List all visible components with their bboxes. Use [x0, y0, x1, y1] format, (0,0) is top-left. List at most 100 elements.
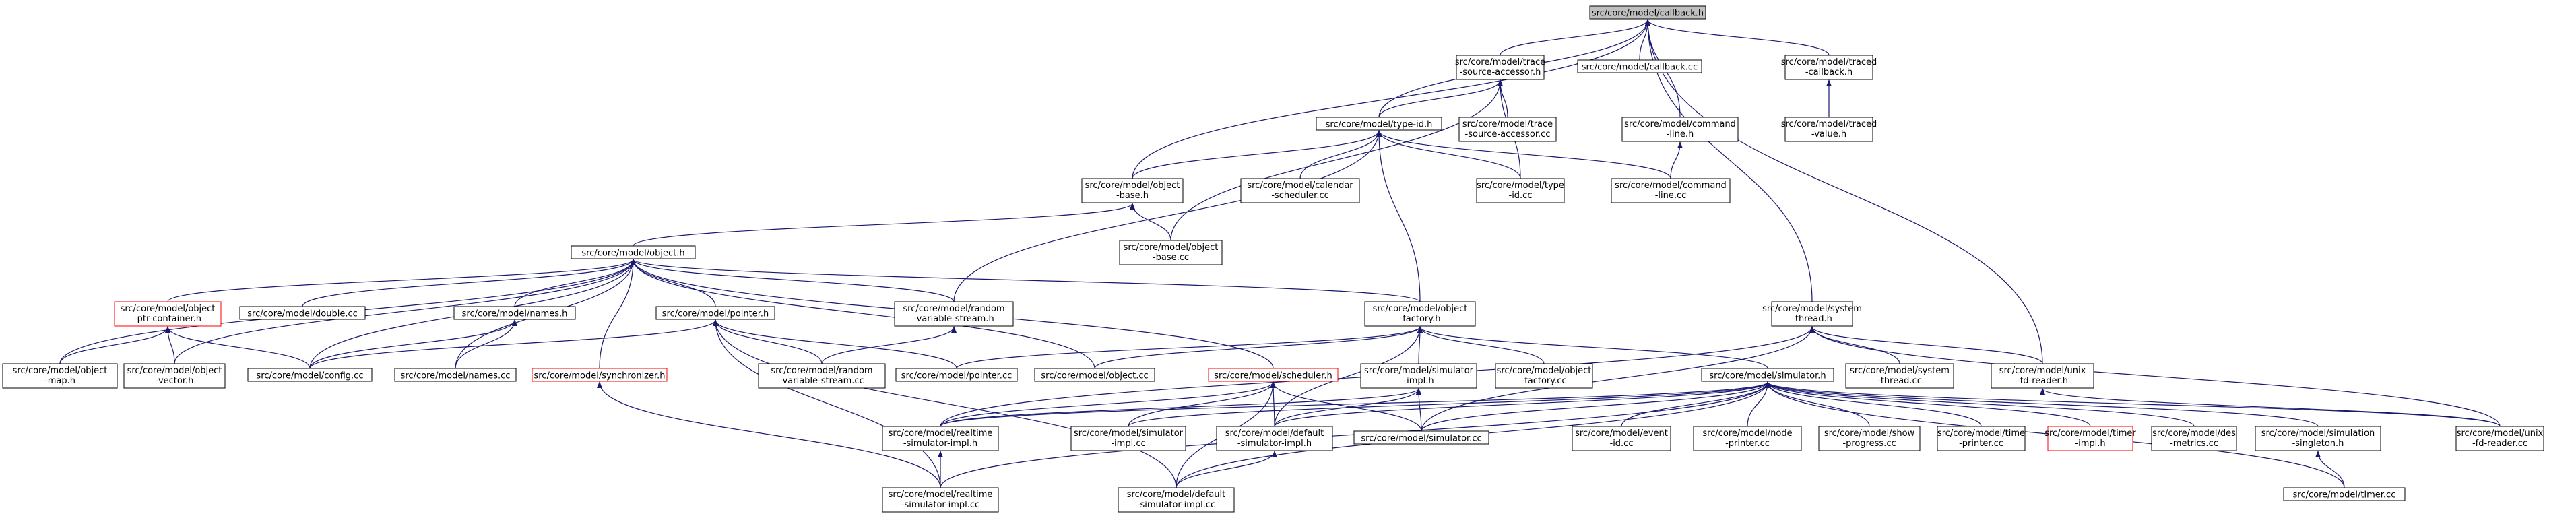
graph-node-ptr-container-h[interactable]: src/core/model/object-ptr-container.h	[114, 301, 222, 327]
node-label-line: src/core/model/type-id.h	[1326, 120, 1433, 130]
node-box	[1316, 117, 1442, 131]
graph-node-object-h[interactable]: src/core/model/object.h	[571, 245, 696, 259]
graph-node-des-metrics-cc[interactable]: src/core/model/des-metrics.cc	[2151, 426, 2237, 451]
graph-node-simulator-cc[interactable]: src/core/model/simulator.cc	[1353, 430, 1489, 445]
graph-node-object-vector-h[interactable]: src/core/model/object-vector.h	[123, 363, 226, 389]
graph-node-sim-singleton-h[interactable]: src/core/model/simulation-singleton.h	[2255, 426, 2381, 451]
node-label-line: src/core/model/node	[1702, 428, 1792, 439]
node-label-line: src/core/model/scheduler.h	[1214, 371, 1332, 381]
node-label-line: -simulator-impl.cc	[1137, 500, 1215, 510]
graph-node-unix-fd-reader-cc[interactable]: src/core/model/unix-fd-reader.cc	[2455, 426, 2544, 451]
graph-node-object-map-h[interactable]: src/core/model/object-map.h	[2, 363, 118, 389]
graph-node-object-base-h[interactable]: src/core/model/object-base.h	[1081, 178, 1184, 203]
node-box	[1353, 430, 1489, 445]
edge-simulator-impl-cc-to-scheduler-h	[1128, 381, 1276, 427]
edge-object-vector-h-to-object-h	[174, 259, 636, 364]
graph-node-traced-value-h[interactable]: src/core/model/traced-value.h	[1781, 117, 1877, 142]
graph-node-double-cc[interactable]: src/core/model/double.cc	[239, 306, 366, 320]
edge-double-cc-to-object-h	[302, 259, 636, 307]
graph-node-callback-h[interactable]: src/core/model/callback.h	[1589, 5, 1706, 20]
node-label-line: src/core/model/trace	[1462, 119, 1553, 129]
graph-node-scheduler-h[interactable]: src/core/model/scheduler.h	[1208, 368, 1339, 382]
edge-config-cc-to-names-h	[309, 319, 517, 369]
graph-node-system-thread-h[interactable]: src/core/model/system-thread.h	[1762, 301, 1862, 327]
graph-node-event-id-cc[interactable]: src/core/model/event-id.cc	[1572, 426, 1671, 451]
node-box	[1240, 178, 1360, 203]
graph-node-trace-sa-h[interactable]: src/core/model/trace-source-accessor.h	[1455, 55, 1545, 80]
edge-default-sim-impl-h-to-simulator-h	[1274, 381, 1770, 427]
node-label-line: src/core/model/random	[903, 304, 1004, 314]
graph-node-names-h[interactable]: src/core/model/names.h	[453, 306, 576, 320]
node-label-line: src/core/model/unix	[2457, 428, 2544, 439]
graph-node-simulator-impl-h[interactable]: src/core/model/simulator-impl.h	[1360, 363, 1477, 389]
edge-command-line-cc-to-type-id-h	[1376, 130, 1671, 179]
graph-node-node-printer-cc[interactable]: src/core/model/node-printer.cc	[1693, 426, 1802, 451]
node-label-line: src/core/model/names.cc	[401, 371, 511, 381]
node-box	[655, 306, 775, 320]
node-box	[894, 301, 1014, 327]
node-label-line: src/core/model/des	[2152, 428, 2236, 439]
graph-node-command-line-h[interactable]: src/core/model/command-line.h	[1621, 117, 1739, 142]
edge-synchronizer-h-to-object-h	[599, 259, 636, 369]
graph-node-time-printer-cc[interactable]: src/core/model/time-printer.cc	[1937, 426, 2026, 451]
node-label-line: src/core/model/show	[1824, 428, 1915, 439]
edge-unix-fd-reader-cc-to-system-thread-h	[1809, 326, 2501, 427]
graph-node-config-cc[interactable]: src/core/model/config.cc	[247, 368, 373, 382]
graph-node-names-cc[interactable]: src/core/model/names.cc	[394, 368, 517, 382]
graph-node-synchronizer-h[interactable]: src/core/model/synchronizer.h	[532, 368, 668, 382]
graph-node-trace-sa-cc[interactable]: src/core/model/trace-source-accessor.cc	[1458, 117, 1557, 142]
node-label-line: -id.cc	[1509, 191, 1533, 201]
edge-object-factory-cc-to-object-factory-h	[1417, 326, 1545, 364]
edge-object-base-h-to-callback-h	[1132, 19, 1650, 179]
graph-node-object-factory-h[interactable]: src/core/model/object-factory.h	[1364, 301, 1476, 327]
graph-node-traced-callback-h[interactable]: src/core/model/traced-callback.h	[1781, 55, 1877, 80]
node-label-line: src/core/model/type	[1477, 181, 1564, 191]
node-box	[532, 368, 668, 382]
graph-node-default-sim-impl-cc[interactable]: src/core/model/default-simulator-impl.cc	[1118, 487, 1235, 513]
node-label-line: -thread.h	[1792, 314, 1832, 324]
graph-node-show-progress-cc[interactable]: src/core/model/show-progress.cc	[1818, 426, 1921, 451]
graph-node-pointer-cc[interactable]: src/core/model/pointer.cc	[895, 368, 1018, 382]
node-box	[1693, 426, 1802, 451]
node-box	[1458, 117, 1557, 142]
graph-node-object-base-cc[interactable]: src/core/model/object-base.cc	[1119, 240, 1223, 265]
graph-node-calendar-cc[interactable]: src/core/model/calendar-scheduler.cc	[1240, 178, 1360, 203]
node-label-line: -progress.cc	[1842, 439, 1896, 449]
edge-object-map-h-to-ptr-container-h	[59, 326, 170, 364]
node-label-line: src/core/model/default	[1225, 428, 1324, 439]
node-label-line: src/core/model/object.cc	[1041, 371, 1148, 381]
node-label-line: -vector.h	[156, 376, 194, 386]
edge-object-base-h-to-type-id-h	[1132, 130, 1382, 179]
node-box	[1208, 368, 1339, 382]
graph-node-unix-fd-reader-h[interactable]: src/core/model/unix-fd-reader.h	[1991, 363, 2094, 389]
edge-config-cc-to-ptr-container-h	[165, 326, 311, 369]
node-label-line: -ptr-container.h	[134, 314, 201, 324]
edge-object-factory-h-to-object-h	[631, 259, 1421, 302]
node-label-line: -base.cc	[1153, 253, 1189, 263]
graph-node-timer-cc[interactable]: src/core/model/timer.cc	[2283, 487, 2406, 501]
graph-node-command-line-cc[interactable]: src/core/model/command-line.cc	[1611, 178, 1731, 203]
graph-node-system-thread-cc[interactable]: src/core/model/system-thread.cc	[1845, 363, 1954, 389]
graph-node-timer-impl-h[interactable]: src/core/model/timer-impl.h	[2044, 426, 2136, 451]
graph-node-rt-sim-impl-h[interactable]: src/core/model/realtime-simulator-impl.h	[882, 426, 999, 451]
graph-node-simulator-h[interactable]: src/core/model/simulator.h	[1701, 368, 1834, 382]
graph-node-type-id-h[interactable]: src/core/model/type-id.h	[1316, 117, 1442, 131]
node-box	[571, 245, 696, 259]
graph-node-simulator-impl-cc[interactable]: src/core/model/simulator-impl.cc	[1070, 426, 1186, 451]
node-box	[1845, 363, 1954, 389]
node-label-line: -variable-stream.h	[913, 314, 994, 324]
graph-node-type-id-cc[interactable]: src/core/model/type-id.cc	[1476, 178, 1565, 203]
graph-node-object-factory-cc[interactable]: src/core/model/object-factory.cc	[1495, 363, 1593, 389]
graph-node-random-stream-h[interactable]: src/core/model/random-variable-stream.h	[894, 301, 1014, 327]
node-label-line: src/core/model/object	[1497, 366, 1592, 376]
graph-node-random-stream-cc[interactable]: src/core/model/random-variable-stream.cc	[758, 363, 886, 389]
graph-node-object-cc[interactable]: src/core/model/object.cc	[1034, 368, 1155, 382]
node-label-line: src/core/model/object	[127, 366, 222, 376]
nodes-layer: src/core/model/callback.h src/core/model/…	[2, 5, 2544, 513]
graph-node-callback-cc[interactable]: src/core/model/callback.cc	[1577, 59, 1702, 73]
node-label-line: src/core/model/random	[771, 366, 872, 376]
graph-node-default-sim-impl-h[interactable]: src/core/model/default-simulator-impl.h	[1216, 426, 1333, 451]
graph-node-pointer-h[interactable]: src/core/model/pointer.h	[655, 306, 775, 320]
graph-node-rt-sim-impl-cc[interactable]: src/core/model/realtime-simulator-impl.c…	[882, 487, 999, 513]
